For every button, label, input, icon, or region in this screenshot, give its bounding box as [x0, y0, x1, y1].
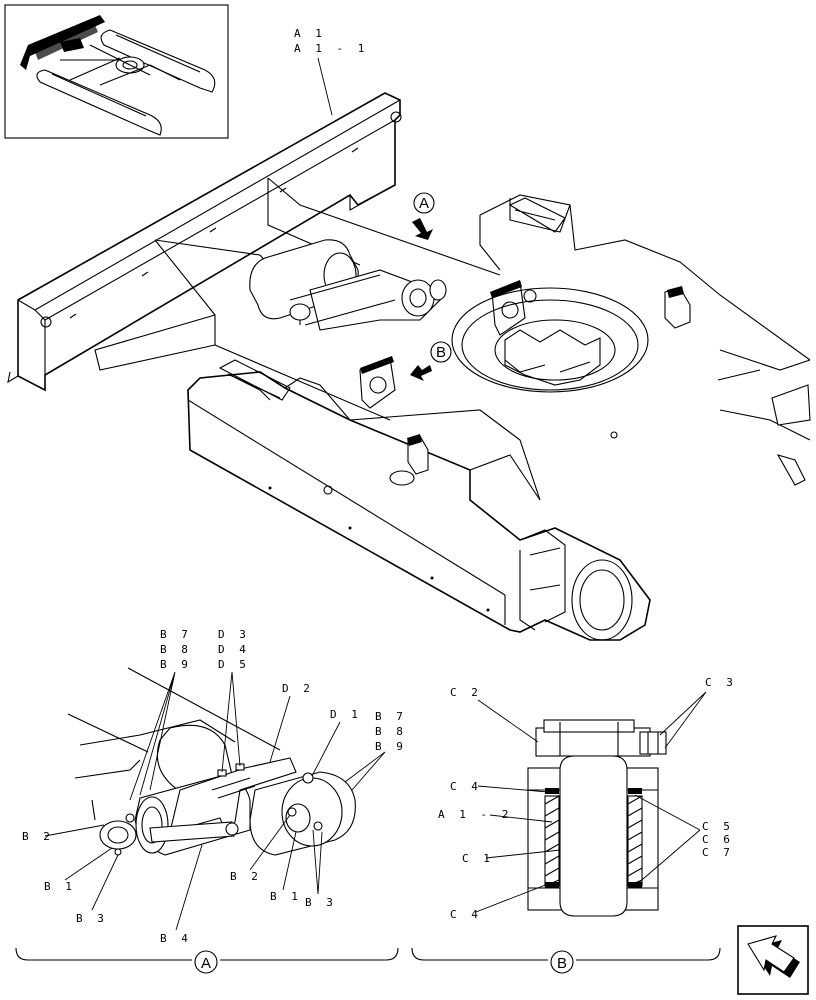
- label-c6: C 6: [702, 833, 734, 846]
- label-d3: D 3: [218, 628, 250, 641]
- label-c4-top: C 4: [450, 780, 482, 793]
- view-b-arrow: B: [410, 341, 452, 381]
- label-b4: B 4: [160, 932, 192, 945]
- thumbnail-view: [4, 4, 229, 139]
- label-c2: C 2: [450, 686, 482, 699]
- label-d4: D 4: [218, 643, 250, 656]
- label-d5: D 5: [218, 658, 250, 671]
- label-b2-mid: B 2: [230, 870, 262, 883]
- label-b9: B 9: [160, 658, 192, 671]
- label-b8: B 8: [160, 643, 192, 656]
- label-b7: B 7: [160, 628, 192, 641]
- section-bracket-a: A: [15, 947, 399, 974]
- label-c5: C 5: [702, 820, 734, 833]
- section-bracket-b: B: [411, 947, 721, 974]
- detail-b: [527, 719, 667, 917]
- label-d1: D 1: [330, 708, 362, 721]
- label-a1-2: A 1 - 2: [438, 808, 512, 821]
- label-c7: C 7: [702, 846, 734, 859]
- label-c4-bottom: C 4: [450, 908, 482, 921]
- label-c1: C 1: [462, 852, 494, 865]
- label-b7-right: B 7: [375, 710, 407, 723]
- label-b3-left: B 3: [76, 912, 108, 925]
- label-d2: D 2: [282, 682, 314, 695]
- section-a-marker: A: [201, 955, 211, 972]
- section-b-marker: B: [557, 955, 567, 972]
- label-a1-group: A 1 A 1 - 1: [294, 27, 368, 116]
- label-b2-left: B 2: [22, 830, 54, 843]
- main-assembly: [7, 92, 811, 641]
- label-a1: A 1: [294, 27, 326, 40]
- detail-a: [67, 667, 356, 856]
- label-b8-right: B 8: [375, 725, 407, 738]
- view-b-marker: B: [436, 344, 446, 361]
- label-b1-left: B 1: [44, 880, 76, 893]
- next-page-arrow-icon[interactable]: [737, 925, 809, 995]
- label-b3-mid: B 3: [305, 896, 337, 909]
- label-b9-right: B 9: [375, 740, 407, 753]
- view-a-marker: A: [419, 195, 429, 212]
- label-a1-1: A 1 - 1: [294, 42, 368, 55]
- view-a-arrow: A: [412, 192, 435, 240]
- detail-a-labels: B 7 B 8 B 9 D 3 D 4 D 5 D 2 D 1 B 7 B 8 …: [22, 628, 407, 945]
- label-c3: C 3: [705, 676, 737, 689]
- label-b1-mid: B 1: [270, 890, 302, 903]
- detail-b-labels: C 2 C 3 C 4 A 1 - 2 C 1 C 4 C 5 C 6 C 7: [438, 676, 737, 921]
